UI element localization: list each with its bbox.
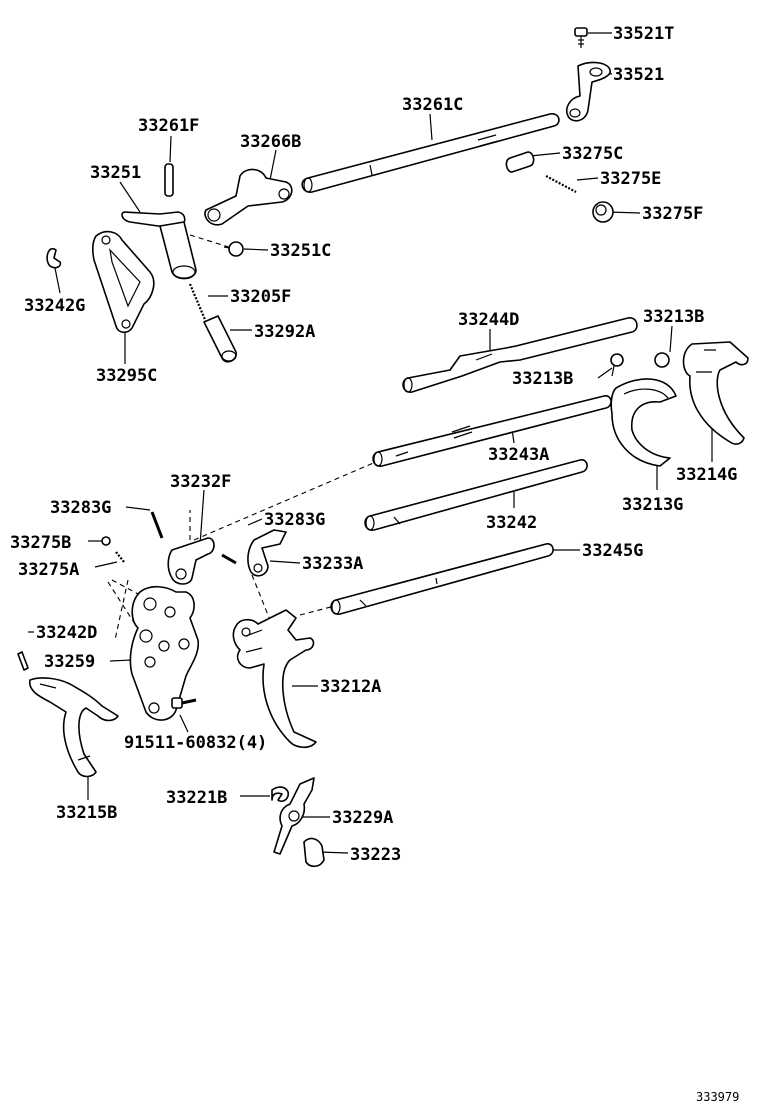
label-33213B-right: 33213B <box>643 307 704 327</box>
part-fork-33214G <box>682 341 749 445</box>
part-lever-33251 <box>121 211 197 280</box>
part-shaft-33245G <box>330 543 554 615</box>
label-33251C: 33251C <box>270 241 331 261</box>
label-33212A: 33212A <box>320 677 381 697</box>
label-33232F: 33232F <box>170 472 231 492</box>
label-33521T: 33521T <box>613 24 674 44</box>
part-fork-33215B <box>28 677 119 778</box>
part-bolt-91511-60832 <box>171 697 197 709</box>
label-33245G: 33245G <box>582 541 643 561</box>
label-33275B: 33275B <box>10 533 71 553</box>
label-33233A: 33233A <box>302 554 363 574</box>
part-shaft-33261C <box>301 113 560 193</box>
part-bolt-33521T <box>574 27 588 48</box>
label-33223: 33223 <box>350 845 401 865</box>
label-33261F: 33261F <box>138 116 199 136</box>
label-33275F: 33275F <box>642 204 703 224</box>
part-lever-33229A <box>273 777 315 855</box>
part-shaft-33243A <box>372 395 612 467</box>
label-33214G: 33214G <box>676 465 737 485</box>
label-91511-60832: 91511-60832(4) <box>124 733 267 753</box>
label-33283G-left: 33283G <box>50 498 111 518</box>
part-clip-33221B <box>271 786 290 802</box>
label-33261C: 33261C <box>402 95 463 115</box>
illustration-number: 333979 <box>696 1090 739 1104</box>
part-case-33259 <box>129 585 200 721</box>
part-lever-33266B <box>204 168 293 226</box>
part-plug-33275F <box>592 201 614 223</box>
label-33205F: 33205F <box>230 287 291 307</box>
label-33242: 33242 <box>486 513 537 533</box>
part-bolt-33213B-left <box>610 353 624 377</box>
part-bolt-33213B-right <box>654 352 670 368</box>
part-shaft-33244D <box>402 317 638 393</box>
label-33266B: 33266B <box>240 132 301 152</box>
label-33242D: 33242D <box>36 623 97 643</box>
label-33283G-right: 33283G <box>264 510 325 530</box>
callout-labels: 33521T 33521 33261C 33275C 33275E 33275F… <box>10 24 737 865</box>
label-33221B: 33221B <box>166 788 227 808</box>
label-33275A: 33275A <box>18 560 79 580</box>
part-ball-33275B <box>101 536 111 546</box>
part-pin-33275C <box>505 151 535 173</box>
label-33243A: 33243A <box>488 445 549 465</box>
part-plate-33295C <box>91 230 155 334</box>
part-fork-33213G <box>610 378 677 467</box>
part-bolt-33251C <box>223 241 244 257</box>
label-33251: 33251 <box>90 163 141 183</box>
label-33213G: 33213G <box>622 495 683 515</box>
label-33242G: 33242G <box>24 296 85 316</box>
label-33295C: 33295C <box>96 366 157 386</box>
label-33259: 33259 <box>44 652 95 672</box>
part-clip-33242G <box>46 247 62 269</box>
part-head-33232F <box>167 537 215 585</box>
part-spring-33205F <box>188 283 208 323</box>
part-spring-33275E <box>545 175 577 193</box>
part-lever-33521 <box>565 61 611 122</box>
part-pin-33242D <box>17 651 29 671</box>
part-fork-33212A <box>232 609 317 749</box>
part-pin-33283G-left <box>150 511 164 539</box>
label-33229A: 33229A <box>332 808 393 828</box>
label-33521: 33521 <box>613 65 664 85</box>
label-33213B-left: 33213B <box>512 369 573 389</box>
part-pin-33283G-right <box>221 553 237 565</box>
label-33215B: 33215B <box>56 803 117 823</box>
part-spring-33275A <box>115 551 125 563</box>
part-plunger-33292A <box>203 315 237 363</box>
part-pin-33261F <box>164 163 174 197</box>
label-33244D: 33244D <box>458 310 519 330</box>
part-shaft-33242 <box>364 459 588 531</box>
label-33275E: 33275E <box>600 169 661 189</box>
label-33292A: 33292A <box>254 322 315 342</box>
label-33275C: 33275C <box>562 144 623 164</box>
part-head-33233A <box>247 529 287 577</box>
part-plug-33223 <box>303 837 325 868</box>
